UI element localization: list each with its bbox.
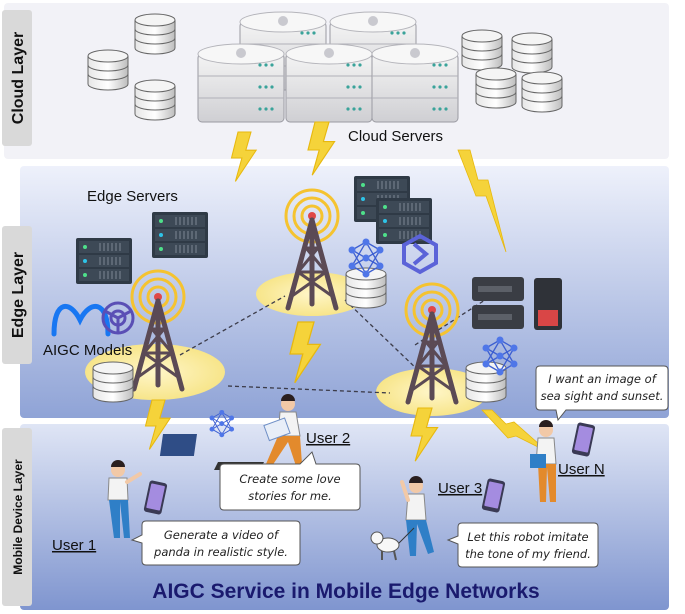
robot-dog-icon — [370, 527, 415, 561]
request-bubble-user-3: Let this robot imitate the tone of my fr… — [446, 522, 599, 568]
request-text-user-2: stories for me. — [248, 489, 332, 503]
openai-logo-icon — [101, 301, 135, 335]
mobile-layer-label: Mobile Device Layer — [11, 459, 25, 575]
cloud-servers-label: Cloud Servers — [348, 128, 443, 145]
request-text-user-2: Create some love — [239, 472, 340, 486]
request-bubble-user-n: I want an image of sea sight and sunset. — [535, 365, 669, 422]
diagram-title: AIGC Service in Mobile Edge Networks — [152, 580, 539, 603]
edge-servers-label: Edge Servers — [87, 188, 178, 205]
user-n-label: User N — [558, 461, 605, 478]
request-text-user-1: Generate a video of — [164, 528, 280, 542]
request-text-user-3: the tone of my friend. — [465, 547, 591, 561]
request-bubble-user-2: Create some love stories for me. — [219, 451, 361, 511]
request-text-user-1: panda in realistic style. — [153, 545, 288, 559]
cloud-layer-label: Cloud Layer — [10, 32, 27, 124]
person-icon — [107, 460, 142, 538]
request-bubble-user-1: Generate a video of panda in realistic s… — [130, 520, 301, 566]
user-2-label: User 2 — [306, 430, 350, 447]
request-text-user-3: Let this robot imitate — [467, 530, 588, 544]
lightning-icon — [230, 121, 507, 253]
server-rack-icon — [75, 175, 562, 330]
person-icon — [263, 394, 302, 466]
user-3-label: User 3 — [438, 480, 482, 497]
aigc-models-label: AIGC Models — [43, 342, 132, 359]
request-text-user-n: sea sight and sunset. — [541, 389, 664, 403]
person-icon — [530, 420, 557, 502]
qwen-logo-icon — [402, 233, 438, 275]
edge-layer-tab — [2, 226, 32, 364]
edge-links — [179, 295, 486, 394]
request-text-user-n: I want an image of — [548, 372, 657, 386]
cloud-layer-tab — [2, 10, 32, 146]
lightning-icon — [144, 321, 549, 462]
user-1-label: User 1 — [52, 537, 96, 554]
mobile-layer-tab — [2, 428, 32, 606]
edge-layer-label: Edge Layer — [10, 252, 27, 338]
